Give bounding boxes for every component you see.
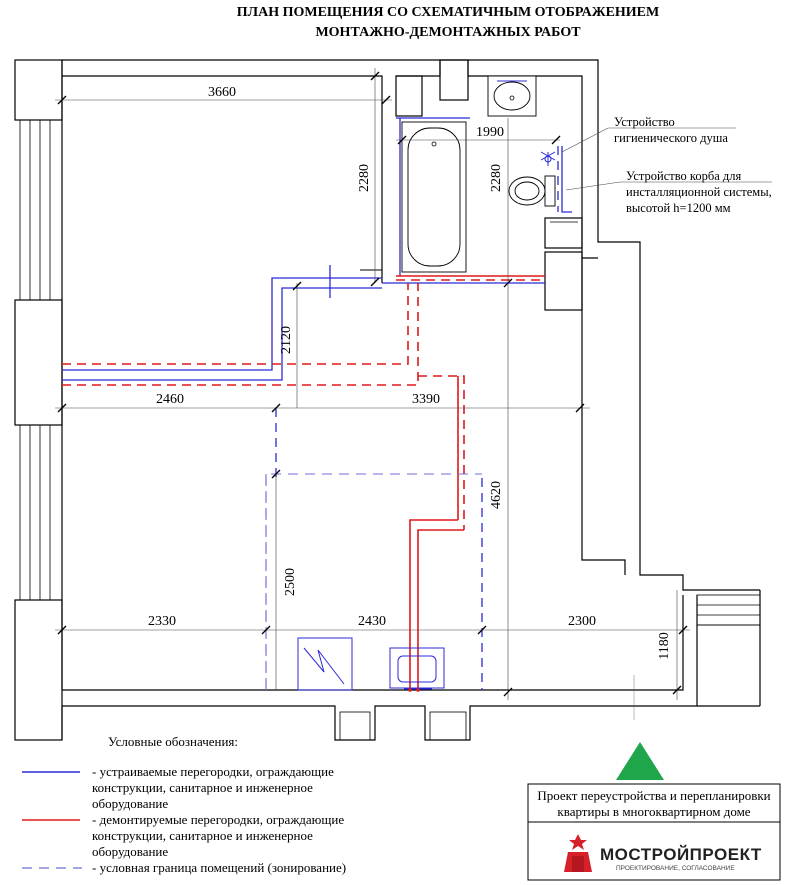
- dim-2280-left: 2280: [357, 164, 372, 192]
- dim-2430: 2430: [358, 614, 386, 629]
- legend-blue-line3: оборудование: [92, 796, 168, 811]
- dim-3390: 3390: [412, 392, 440, 407]
- dim-4620: 4620: [489, 481, 504, 509]
- brand-tagline: ПРОЕКТИРОВАНИЕ, СОГЛАСОВАНИЕ: [616, 865, 735, 872]
- callout-frame-line3: высотой h=1200 мм: [626, 201, 731, 215]
- legend-blue-line2: конструкции, санитарное и инженерное: [92, 780, 313, 795]
- red-building-icon: [564, 834, 592, 872]
- dim-1990: 1990: [476, 125, 504, 140]
- plan-title-line1: ПЛАН ПОМЕЩЕНИЯ СО СХЕМАТИЧНЫМ ОТОБРАЖЕНИ…: [237, 5, 659, 20]
- dim-2330: 2330: [148, 614, 176, 629]
- stamp-line2: квартиры в многоквартирном доме: [557, 804, 750, 819]
- dim-3660: 3660: [208, 85, 236, 100]
- kitchen-fixtures: [297, 637, 445, 692]
- dimension-labels: 3660 1990 2280 2280 2120 2460 3390 4620 …: [148, 85, 672, 660]
- right-window: [696, 594, 761, 626]
- new-partitions: [62, 265, 483, 690]
- callout-frame-line2: инсталляционной системы,: [626, 185, 772, 199]
- callout-frame-line1: Устройство корба для: [626, 169, 741, 183]
- callout-shower-line1: Устройство: [614, 115, 675, 129]
- dim-2500: 2500: [283, 568, 298, 596]
- stamp-line1: Проект переустройства и перепланировки: [537, 788, 770, 803]
- bottom-piers: [339, 711, 467, 741]
- legend: Условные обозначения: - устраиваемые пер…: [22, 734, 346, 875]
- bathroom-bottom-wall: [360, 269, 545, 284]
- left-window-column: [14, 59, 63, 741]
- dim-1180: 1180: [657, 632, 672, 659]
- plan-title-line2: МОНТАЖНО-ДЕМОНТАЖНЫХ РАБОТ: [315, 25, 581, 40]
- callout-shower-line2: гигиенического душа: [614, 131, 728, 145]
- dim-2120: 2120: [279, 326, 294, 354]
- dim-2280-right: 2280: [489, 164, 504, 192]
- brand-name: МОСТРОЙПРОЕКТ: [600, 845, 762, 864]
- dim-2300: 2300: [568, 614, 596, 629]
- legend-blue-line1: - устраиваемые перегородки, ограждающие: [92, 764, 334, 779]
- dimension-lines: [55, 68, 690, 720]
- green-triangle-icon: [616, 742, 664, 780]
- legend-red-line3: оборудование: [92, 844, 168, 859]
- legend-heading: Условные обозначения:: [108, 734, 238, 749]
- dim-2460: 2460: [156, 392, 184, 407]
- legend-red-line1: - демонтируемые перегородки, ограждающие: [92, 812, 344, 827]
- zoning-boundary: [265, 473, 482, 690]
- callouts: Устройство гигиенического душа Устройств…: [561, 115, 772, 215]
- legend-red-line2: конструкции, санитарное и инженерное: [92, 828, 313, 843]
- legend-zone-line1: - условная граница помещений (зонировани…: [92, 860, 346, 875]
- bathroom: [395, 59, 583, 311]
- demolition-lines: [62, 283, 465, 690]
- title-stamp: Проект переустройства и перепланировки к…: [527, 783, 781, 881]
